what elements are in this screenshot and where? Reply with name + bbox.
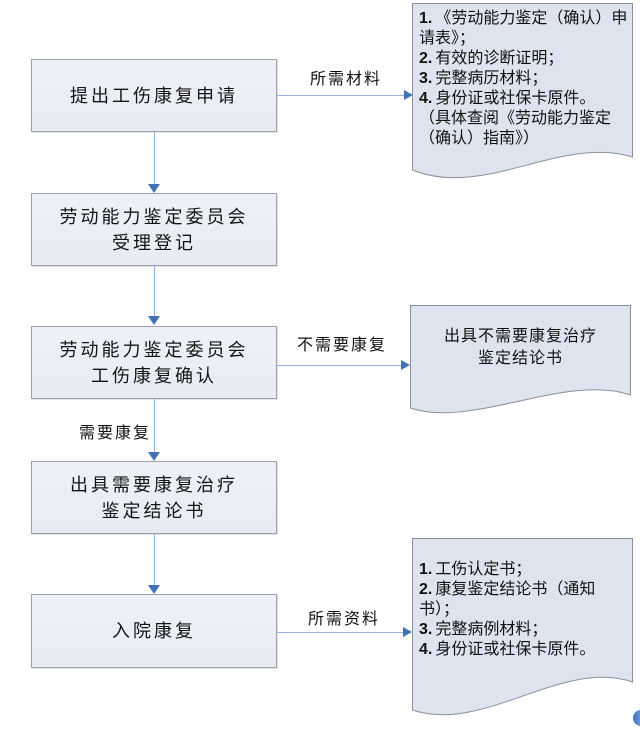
flow-box-confirmation-line1: 劳动能力鉴定委员会 bbox=[59, 339, 249, 360]
flow-box-apply: 提出工伤康复申请 bbox=[31, 59, 277, 132]
flow-box-apply-line1: 提出工伤康复申请 bbox=[70, 85, 238, 106]
flow-box-issue-need: 出具需要康复治疗 鉴定结论书 bbox=[31, 461, 277, 534]
arrowhead-down-icon bbox=[148, 452, 160, 461]
arrowhead-right-icon bbox=[401, 360, 410, 370]
flow-box-issue-need-line2: 鉴定结论书 bbox=[101, 500, 207, 521]
connector-admission-to-data-doc bbox=[277, 632, 404, 633]
flow-box-admission-line1: 入院康复 bbox=[112, 621, 196, 641]
edge-label-no-rehab: 不需要康复 bbox=[297, 337, 388, 354]
connector-issue-need-to-admission bbox=[154, 534, 155, 586]
doc-required-materials: 1.《劳动能力鉴定（确认）申请表》； 2.有效的诊断证明； 3.完整病历材料； … bbox=[412, 3, 633, 199]
doc-note: （具体查阅《劳动能力鉴定（确认）指南》） bbox=[419, 110, 612, 147]
connector-confirmation-to-issue-need bbox=[154, 399, 155, 453]
flow-box-confirmation-line2: 工伤康复确认 bbox=[91, 365, 217, 386]
arrowhead-down-icon bbox=[148, 184, 160, 193]
doc-item: 1.《劳动能力鉴定（确认）申请表》； bbox=[419, 10, 628, 47]
doc-item: 3.完整病历材料； bbox=[419, 70, 548, 87]
doc-item: 4.身份证或社保卡原件。 bbox=[419, 641, 596, 658]
doc-required-data: 1.工伤认定书； 2.康复鉴定结论书（通知书）； 3.完整病例材料； 4.身份证… bbox=[412, 538, 633, 728]
connector-confirmation-to-no-rehab-doc bbox=[277, 365, 402, 366]
edge-label-materials-needed: 所需材料 bbox=[310, 71, 383, 88]
arrowhead-right-icon bbox=[403, 627, 412, 637]
document-shape-icon bbox=[412, 3, 633, 179]
doc-item: 1.工伤认定书； bbox=[419, 561, 532, 578]
flow-box-admission: 入院康复 bbox=[31, 594, 277, 668]
flow-box-registration-line2: 受理登记 bbox=[112, 232, 196, 253]
cutoff-blue-chevron-icon bbox=[633, 710, 640, 726]
doc-item: 2.康复鉴定结论书（通知书）； bbox=[419, 581, 596, 618]
flow-box-registration-line1: 劳动能力鉴定委员会 bbox=[59, 206, 249, 227]
doc-required-data-text: 1.工伤认定书； 2.康复鉴定结论书（通知书）； 3.完整病例材料； 4.身份证… bbox=[419, 560, 629, 660]
edge-label-data-needed: 所需资料 bbox=[308, 611, 381, 628]
flow-box-registration: 劳动能力鉴定委员会 受理登记 bbox=[31, 193, 277, 266]
doc-no-rehab-text: 出具不需要康复治疗 鉴定结论书 bbox=[443, 328, 597, 367]
connector-apply-to-materials-doc bbox=[277, 95, 405, 96]
connector-registration-to-confirmation bbox=[154, 266, 155, 317]
document-shape-icon bbox=[410, 305, 631, 414]
arrowhead-right-icon bbox=[404, 90, 413, 100]
arrowhead-down-icon bbox=[148, 316, 160, 325]
flow-box-confirmation: 劳动能力鉴定委员会 工伤康复确认 bbox=[31, 326, 277, 399]
doc-item: 2.有效的诊断证明； bbox=[419, 50, 564, 67]
edge-label-need-rehab: 需要康复 bbox=[79, 425, 152, 442]
doc-required-materials-text: 1.《劳动能力鉴定（确认）申请表》； 2.有效的诊断证明； 3.完整病历材料； … bbox=[419, 9, 629, 149]
flow-box-issue-need-line1: 出具需要康复治疗 bbox=[70, 474, 238, 495]
doc-item: 4.身份证或社保卡原件。 bbox=[419, 90, 596, 107]
doc-item: 3.完整病例材料； bbox=[419, 621, 548, 638]
connector-apply-to-registration bbox=[154, 132, 155, 185]
arrowhead-down-icon bbox=[148, 585, 160, 594]
document-shape-icon bbox=[412, 538, 633, 716]
doc-no-rehab-conclusion: 出具不需要康复治疗 鉴定结论书 bbox=[410, 305, 631, 430]
